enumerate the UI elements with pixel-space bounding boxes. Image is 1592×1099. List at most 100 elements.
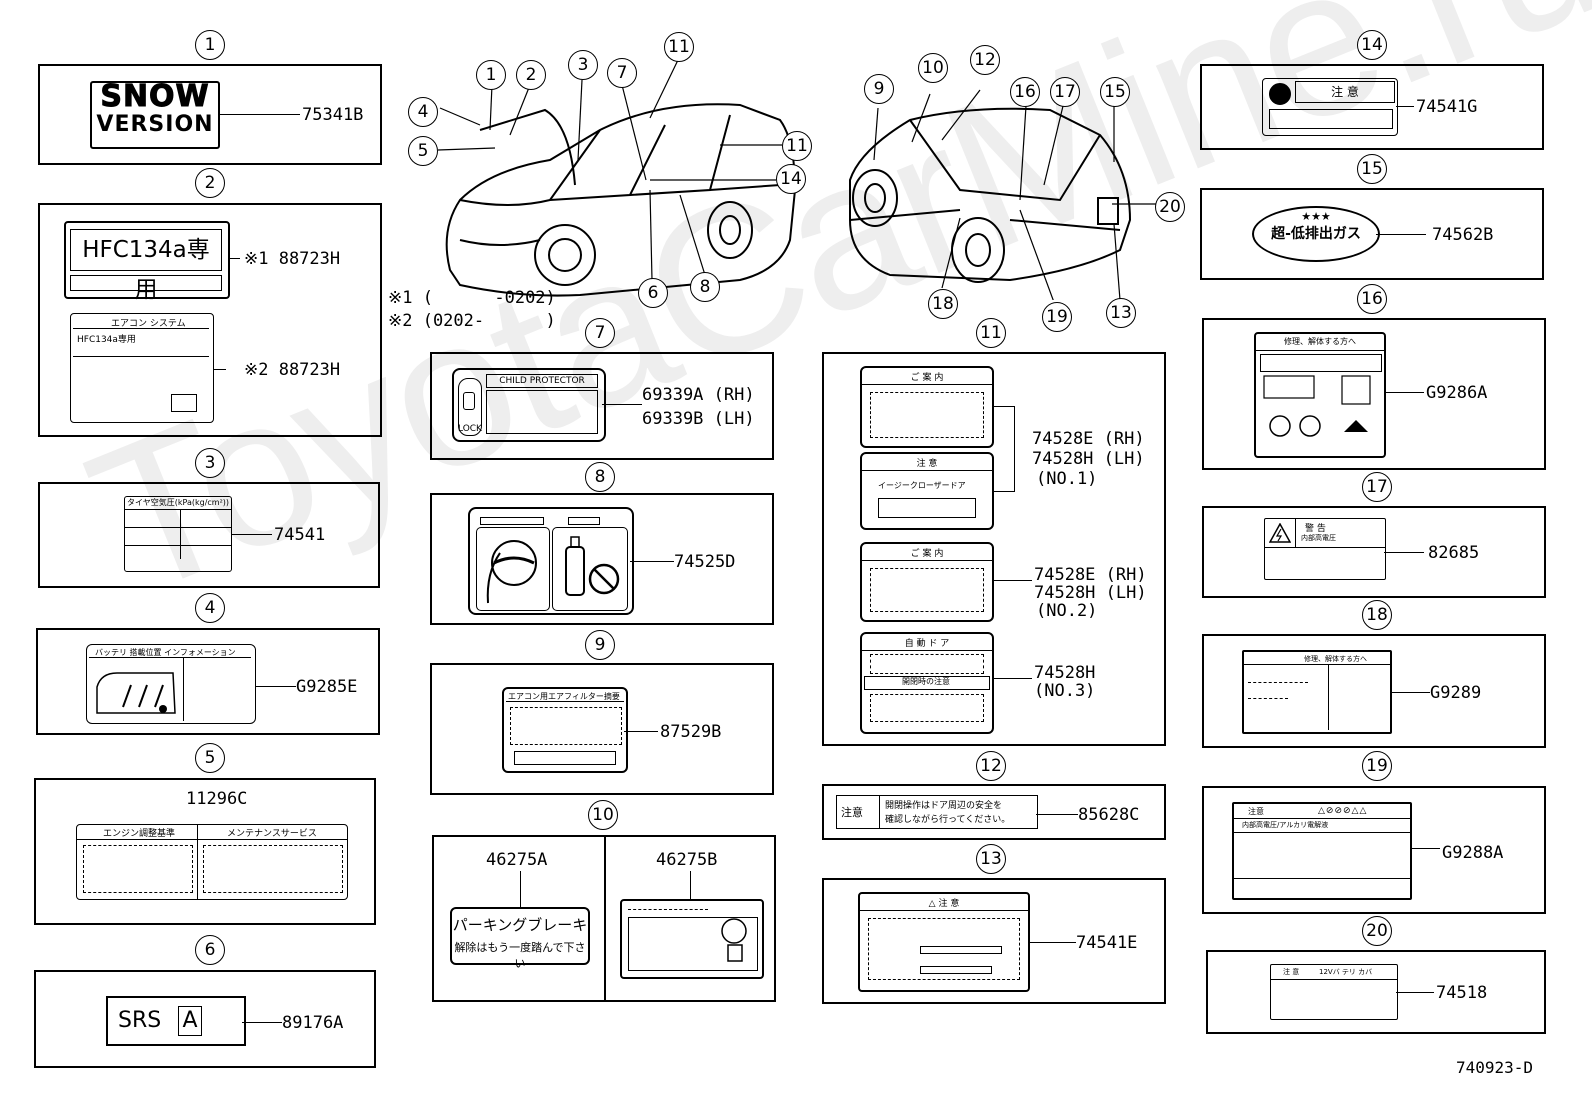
warning-text: 警 告 <box>1305 524 1326 534</box>
part-number-74541: 74541 <box>274 525 326 545</box>
label-panel-13: △ 注 意 74541E <box>822 878 1166 1004</box>
snow-version-badge: SNOW VERSION <box>90 81 220 149</box>
label-panel-8: 74525D <box>430 493 774 625</box>
callout-8: 8 <box>585 462 615 492</box>
no-bottle-icon <box>565 536 620 596</box>
label-panel-15: ★★★ 超-低排出ガス 74562B <box>1200 188 1544 280</box>
part-number-69339a: 69339A (RH) <box>642 385 755 405</box>
car-callout-2: 2 <box>516 60 546 90</box>
car-callout-17: 17 <box>1050 77 1080 107</box>
battery-text: バッテリ 搭載位置 インフォメーション <box>95 648 236 657</box>
lock-text: LOCK <box>458 424 482 434</box>
part-number-74525d: 74525D <box>674 552 736 572</box>
car-callout-4: 4 <box>408 97 438 127</box>
guide-text-1: ご 案 内 <box>910 373 944 383</box>
fuel-notice-label <box>468 507 634 615</box>
callout-7: 7 <box>585 318 615 348</box>
label-panel-9: エアコン用エアフィルター摘要 87529B <box>430 663 774 795</box>
car-callout-16: 16 <box>1010 77 1040 107</box>
repair-warning-label-18: 修理、解体する方へ <box>1242 650 1392 734</box>
caution-text-14: 注 意 <box>1295 81 1395 103</box>
pedal-icon <box>721 918 747 962</box>
label-panel-1: SNOW VERSION 75341B <box>38 64 382 165</box>
callout-13: 13 <box>976 844 1006 874</box>
high-voltage-warning-label: 警 告 内部高電圧 <box>1264 518 1386 580</box>
callout-19: 19 <box>1362 751 1392 781</box>
r16-title: 修理、解体する方へ <box>1284 337 1356 346</box>
car-callout-7: 7 <box>607 58 637 88</box>
tire-text: タイヤ空気圧(kPa(kg/cm²)) <box>127 498 230 507</box>
part-number-74528e-rh-2: 74528E (RH) <box>1034 565 1147 585</box>
part-number-46275a: 46275A <box>486 850 548 870</box>
part-number-g9288a: G9288A <box>1442 843 1504 863</box>
label-panel-6: SRS A 89176A <box>34 970 376 1068</box>
note-2: ※2 (0202- ) <box>388 311 556 331</box>
guide-label-2: ご 案 内 <box>860 542 994 622</box>
label-panel-14: 注 意 74541G <box>1200 64 1544 150</box>
warning-sub-text: 内部高電圧 <box>1301 534 1336 542</box>
parking-brake-label: パーキングブレーキ 解除はもう一度踏んで下さい <box>450 907 590 970</box>
child-text: CHILD PROTECTOR <box>486 374 598 388</box>
label-panel-18: 修理、解体する方へ G9289 <box>1202 634 1546 748</box>
part-number-g9286a: G9286A <box>1426 383 1488 403</box>
low-emission-badge: ★★★ 超-低排出ガス <box>1252 206 1380 262</box>
r20-sub: 12Vバ テリ カバ <box>1319 968 1373 976</box>
repair-warning-label-16: 修理、解体する方へ <box>1254 332 1386 458</box>
callout-5: 5 <box>195 743 225 773</box>
callout-6: 6 <box>195 935 225 965</box>
callout-10: 10 <box>588 800 618 830</box>
hazard-pictograms <box>1263 375 1371 437</box>
note-no1: (NO.1) <box>1036 469 1098 489</box>
label-panel-3: タイヤ空気圧(kPa(kg/cm²)) 74541 <box>38 482 380 588</box>
part-number-89176a: 89176A <box>282 1013 344 1033</box>
guide-label-1: ご 案 内 <box>860 366 994 448</box>
child-protector-label: CHILD PROTECTOR LOCK <box>452 368 606 442</box>
car-callout-15: 15 <box>1100 77 1130 107</box>
high-voltage-icon <box>1269 523 1291 543</box>
door-caution-label: 注意 開閉操作はドア周辺の安全を 確認しながら行ってください。 <box>836 795 1038 829</box>
part-number-74541e: 74541E <box>1076 933 1138 953</box>
version-text: VERSION <box>96 112 214 137</box>
hfc-text: HFC134a専用 <box>70 229 222 303</box>
r18-title: 修理、解体する方へ <box>1304 655 1367 663</box>
aircon-text: エアコン システム <box>111 319 186 329</box>
label-panel-2: HFC134a専用 ※1 88723H エアコン システム HFC134a専用 … <box>38 203 382 437</box>
caution12-line2: 確認しながら行ってください。 <box>885 815 1011 825</box>
car-callout-14: 14 <box>776 164 806 194</box>
12v-battery-label: 注 意 12Vバ テリ カバ <box>1270 964 1398 1020</box>
callout-18: 18 <box>1362 600 1392 630</box>
van-seat-icon <box>96 672 176 714</box>
label-panel-7: CHILD PROTECTOR LOCK 69339A (RH) 69339B … <box>430 352 774 460</box>
srs-text: SRS <box>118 1008 162 1033</box>
part-number-46275b: 46275B <box>656 850 718 870</box>
part-number-74528h-lh-1: 74528H (LH) <box>1032 449 1145 469</box>
part-number-74562b: 74562B <box>1432 225 1494 245</box>
label-panel-16: 修理、解体する方へ G9286A <box>1202 318 1546 470</box>
r19-sub: 内部高電圧/アルカリ電解液 <box>1242 821 1329 829</box>
car-callout-12: 12 <box>970 45 1000 75</box>
car-callout-8: 8 <box>690 272 720 302</box>
open-close-text: 開閉時の注意 <box>902 677 950 686</box>
callout-12: 12 <box>976 751 1006 781</box>
hfc-label-1: HFC134a専用 <box>64 221 230 303</box>
front-car-diagram <box>437 59 797 297</box>
label-panel-20: 注 意 12Vバ テリ カバ 74518 <box>1206 950 1546 1034</box>
car-callout-5: 5 <box>408 136 438 166</box>
r20-head: 注 意 <box>1283 968 1300 976</box>
filter-text: エアコン用エアフィルター摘要 <box>508 692 620 701</box>
car-callout-20: 20 <box>1155 192 1185 222</box>
diagram-code: 740923-D <box>1456 1058 1534 1077</box>
caution-text-1: 注 意 <box>916 459 938 469</box>
caution13-text: △ 注 意 <box>928 899 960 909</box>
label-panel-5: 11296C エンジン調整基準 メンテナンスサービス <box>34 778 376 925</box>
sliding-door-caution-label: △ 注 意 <box>858 892 1030 992</box>
callout-15: 15 <box>1357 154 1387 184</box>
caution-label-1: 注 意 イージークローザードア <box>860 452 994 530</box>
auto-door-label: 自 動 ド ア 開閉時の注意 <box>860 632 994 734</box>
label-panel-4: バッテリ 搭載位置 インフォメーション G9285E <box>36 628 380 735</box>
part-number-74528h-3: 74528H <box>1034 663 1096 683</box>
car-callout-11b: 11 <box>782 131 812 161</box>
low-emission-text: 超-低排出ガス <box>1271 226 1361 242</box>
car-callout-10: 10 <box>918 53 948 83</box>
callout-16: 16 <box>1357 284 1387 314</box>
